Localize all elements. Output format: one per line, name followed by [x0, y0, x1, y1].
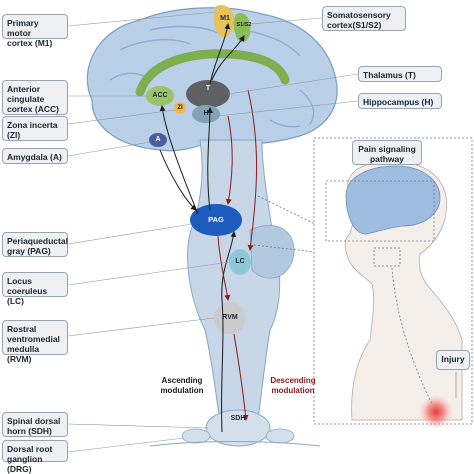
- acc-node-label: ACC: [152, 92, 168, 99]
- inset-brainstem-frame: [373, 247, 401, 267]
- thalamus-node-label: T: [205, 85, 211, 92]
- thalamus-label: Thalamus (T): [358, 66, 442, 82]
- m1-node-label: M1: [220, 15, 230, 22]
- zi-node-label: ZI: [177, 105, 183, 111]
- s1s2-region: [233, 13, 251, 42]
- drg-right: [265, 428, 295, 444]
- label-leaders: [67, 11, 359, 453]
- pag-label: Periaqueductal gray (PAG): [2, 232, 68, 257]
- cerebellum-shape: [249, 225, 295, 279]
- diagram-canvas: [67, 4, 473, 453]
- injury-label: Injury: [436, 350, 470, 370]
- s1s2-node-label: S1/S2: [236, 22, 252, 28]
- amygdala-label: Amygdala (A): [2, 148, 68, 164]
- rvm-label: Rostral ventromedial medulla (RVM): [2, 320, 68, 364]
- lc-node-label: LC: [235, 258, 245, 265]
- ascending-line-5: [211, 35, 245, 81]
- spinal-nerve: [149, 441, 321, 447]
- ascending-label: Ascending modulation: [160, 376, 204, 395]
- ascending-line-2: [206, 107, 213, 211]
- acc-node: [146, 86, 174, 106]
- pag-node-label: PAG: [208, 215, 224, 224]
- descending-line-1: [225, 115, 233, 205]
- s1s2-label: Somatosensory cortex(S1/S2): [322, 6, 406, 31]
- drg-left: [181, 428, 211, 444]
- hippocampus-label: Hippocampus (H): [358, 93, 442, 109]
- sdh-label: Spinal dorsal horn (SDH): [2, 412, 68, 437]
- ascending-line-4: [159, 105, 199, 215]
- amygdala-node: [149, 133, 167, 147]
- ascending-line-1: [221, 231, 237, 433]
- ascending-line-3: [209, 23, 231, 85]
- drg-label: Dorsal root ganglion (DRG): [2, 440, 68, 474]
- pag-node: [190, 204, 242, 236]
- hippocampus-node-label: H: [203, 110, 209, 117]
- rvm-node: [214, 302, 246, 334]
- ascending-line-6: [159, 149, 197, 211]
- lc-node: [229, 249, 251, 275]
- injury-glow: [418, 394, 454, 430]
- descending-line-4: [247, 89, 258, 251]
- hippocampus-node: [192, 105, 220, 123]
- amygdala-node-label: A: [155, 136, 161, 143]
- pain-pathway-label: Pain signaling pathway: [352, 140, 422, 165]
- sdh-node-label: SDH: [230, 415, 246, 422]
- inset-brain-frame: [325, 180, 435, 242]
- zi-label: Zona incerta (ZI): [2, 116, 68, 141]
- descending-label: Descending modulation: [270, 376, 316, 395]
- brain-gyri: [109, 25, 315, 128]
- lc-label: Locus coeruleus (LC): [2, 272, 68, 306]
- acc-label: Anterior cingulate cortex (ACC): [2, 80, 68, 115]
- zi-node: [174, 102, 186, 114]
- m1-label: Primary motor cortex (M1): [2, 14, 68, 48]
- descending-line-2: [217, 235, 231, 301]
- descending-line-3: [233, 333, 249, 421]
- pain-pathway-figure: M1 S1/S2 ACC ZI T H A PAG LC RVM SDH Asc…: [2, 4, 473, 474]
- inset-path-line: [391, 267, 433, 405]
- rvm-node-label: RVM: [222, 314, 238, 321]
- thalamus-node: [186, 80, 230, 108]
